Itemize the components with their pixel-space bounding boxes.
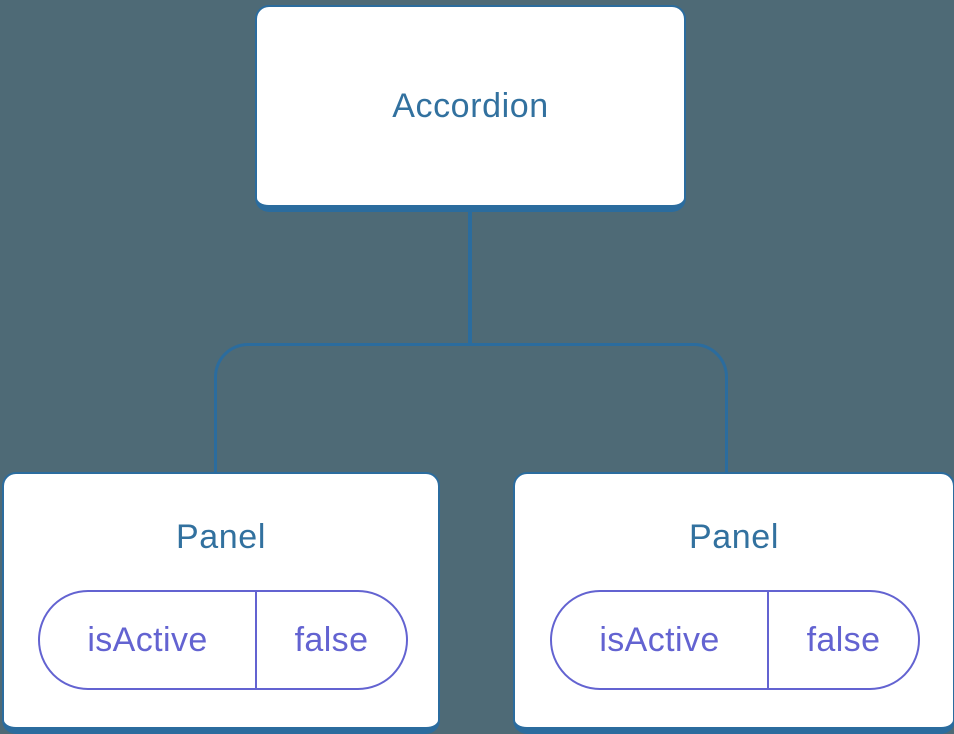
state-value: false	[294, 620, 369, 659]
state-pill: isActive false	[38, 590, 408, 690]
state-key: isActive	[40, 592, 257, 688]
panel-node: Panel isActive false	[2, 472, 440, 734]
connector-stem	[468, 211, 472, 344]
accordion-node-label: Accordion	[392, 86, 549, 125]
state-key: isActive	[552, 592, 769, 688]
panel-node: Panel isActive false	[513, 472, 954, 734]
accordion-node: Accordion	[255, 5, 686, 212]
panel-node-label: Panel	[689, 518, 779, 556]
state-value: false	[806, 620, 881, 659]
state-pill: isActive false	[550, 590, 920, 690]
panel-node-label: Panel	[176, 518, 266, 556]
connector-branch	[214, 343, 728, 473]
